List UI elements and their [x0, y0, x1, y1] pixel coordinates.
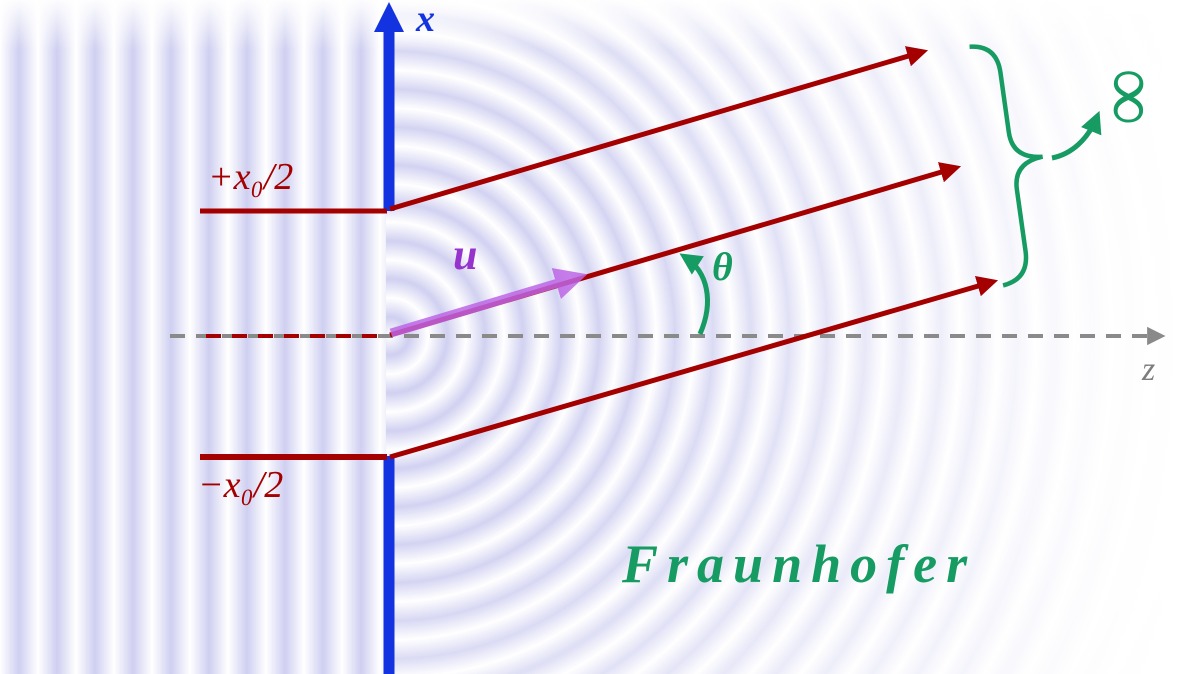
to-infinity-arrow — [1051, 110, 1102, 161]
diffracted-ray-top — [389, 46, 929, 212]
far-field-brace — [969, 44, 1044, 288]
diagram-caption: Fraunhofer — [622, 534, 977, 594]
wave-vector-label: u⃗ — [453, 230, 512, 279]
top-fade-overlay — [0, 0, 1200, 50]
far-field-brace-group — [969, 44, 1044, 288]
slit-bottom-edge-label: −x₀/2 — [198, 464, 284, 506]
infinity-symbol: ∞ — [1088, 69, 1176, 125]
diffracted-ray-bottom — [389, 276, 999, 460]
slit-top-edge-label: +x₀/2 — [208, 156, 294, 198]
wave-vector-arrow — [389, 267, 588, 338]
x-axis-arrowhead — [374, 2, 404, 32]
z-axis-label: z — [1142, 351, 1156, 388]
x-axis-label: x — [416, 0, 435, 40]
theta-angle-arc — [679, 253, 710, 336]
theta-angle-label: θ — [712, 244, 733, 289]
